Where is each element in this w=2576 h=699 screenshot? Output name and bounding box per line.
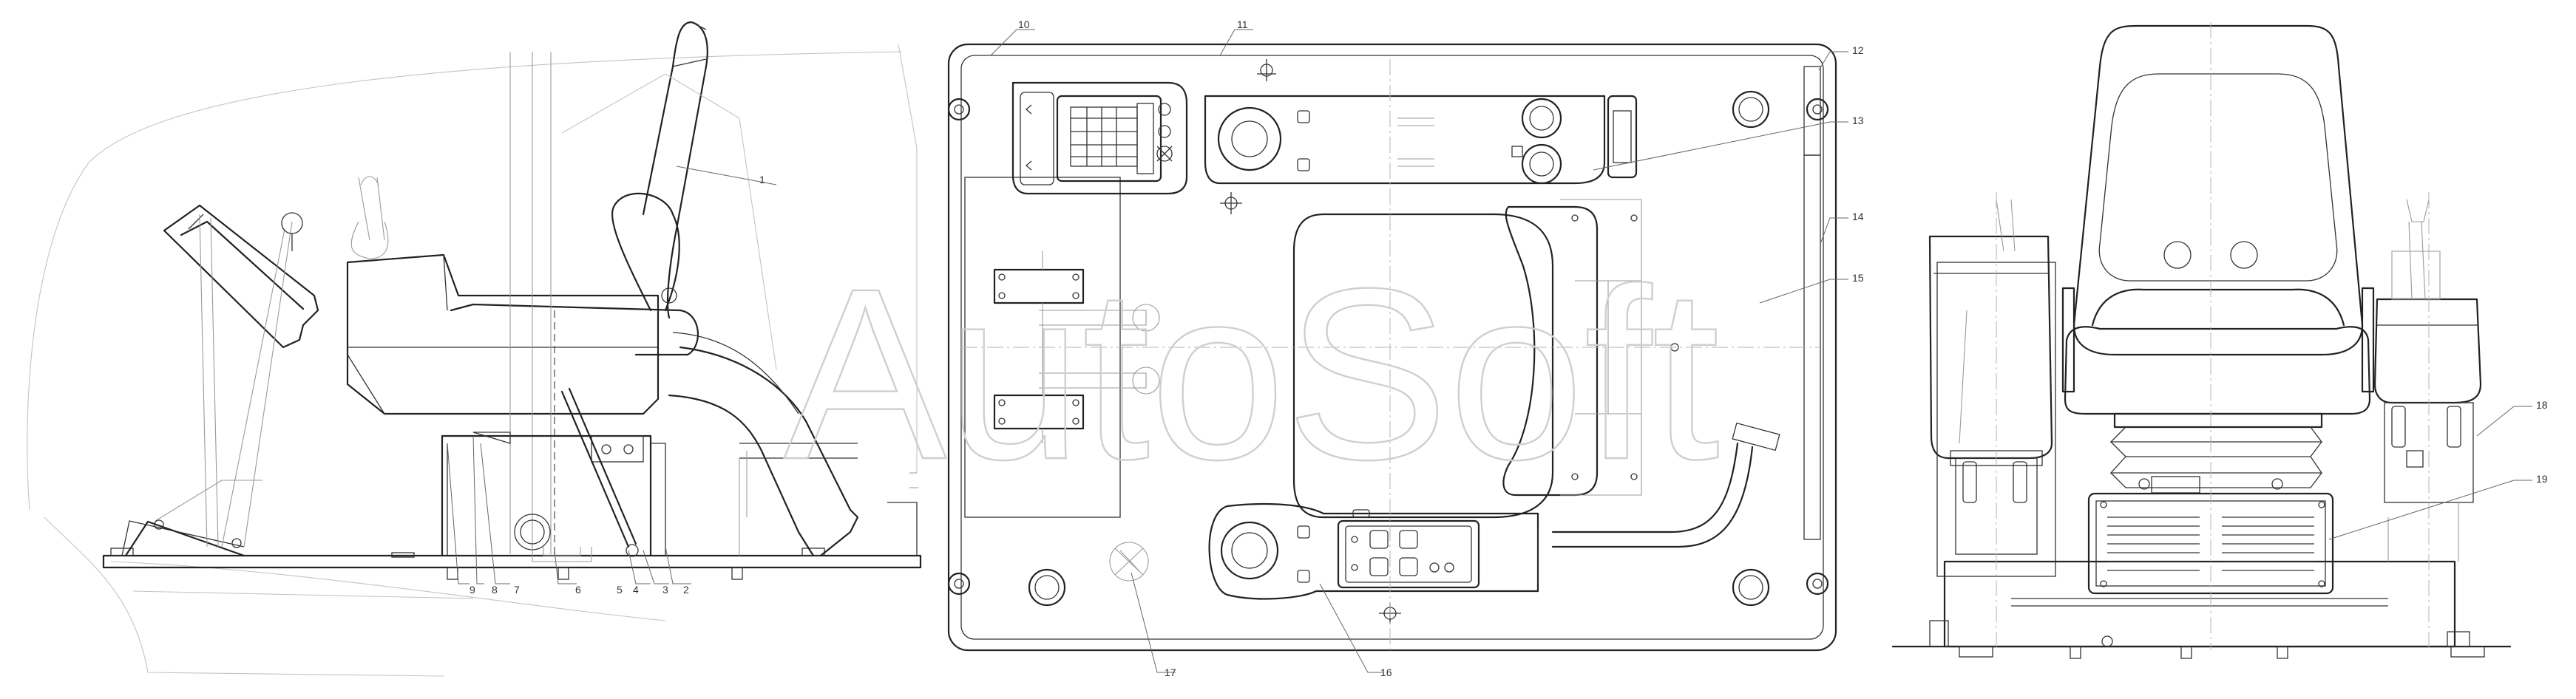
callout-6: 6 xyxy=(575,584,581,596)
seat-cushion-side xyxy=(450,303,699,356)
callout-9: 9 xyxy=(470,584,475,596)
callout-8: 8 xyxy=(492,584,498,596)
front-view xyxy=(1891,22,2512,659)
callout-5: 5 xyxy=(617,584,623,596)
backrest-side xyxy=(642,21,708,319)
left-console-front xyxy=(1928,235,2053,460)
callout-14: 14 xyxy=(1852,211,1864,222)
top-view xyxy=(947,43,1837,652)
top-control-module xyxy=(1011,81,1188,195)
seat-footprint xyxy=(1292,213,1554,519)
callout-17: 17 xyxy=(1165,666,1176,678)
callout-7: 7 xyxy=(514,584,520,596)
callout-numbers: 1 2 3 4 5 6 7 8 9 10 11 12 13 14 15 16 1… xyxy=(470,18,2548,678)
callout-4: 4 xyxy=(633,584,639,596)
watermark-text: AutoSoft xyxy=(784,237,1721,510)
callout-1: 1 xyxy=(759,174,765,185)
callout-15: 15 xyxy=(1852,272,1864,284)
callout-13: 13 xyxy=(1852,115,1864,126)
joystick-top-left xyxy=(1220,521,1279,580)
right-console-front xyxy=(2373,298,2482,404)
left-console xyxy=(346,253,660,415)
side-view xyxy=(27,21,922,677)
floor-plate xyxy=(102,554,922,569)
callout-12: 12 xyxy=(1852,44,1864,56)
callout-2: 2 xyxy=(683,584,689,596)
callout-11: 11 xyxy=(1237,18,1248,30)
seat-backrest-front xyxy=(2072,24,2364,356)
leader-lines xyxy=(447,29,2532,673)
callout-19: 19 xyxy=(2536,473,2548,485)
joystick-top-right xyxy=(1217,106,1282,171)
duct-top xyxy=(1551,442,1739,533)
air-duct-side xyxy=(679,346,859,557)
seat-cushion-front xyxy=(2064,326,2371,415)
callout-18: 18 xyxy=(2536,399,2548,411)
bottom-control-module xyxy=(1208,502,1539,600)
mounting-plate-outline xyxy=(947,43,1837,652)
callout-10: 10 xyxy=(1018,18,1030,30)
vent-slots xyxy=(2107,516,2314,571)
callout-16: 16 xyxy=(1380,666,1392,678)
callout-3: 3 xyxy=(662,584,668,596)
